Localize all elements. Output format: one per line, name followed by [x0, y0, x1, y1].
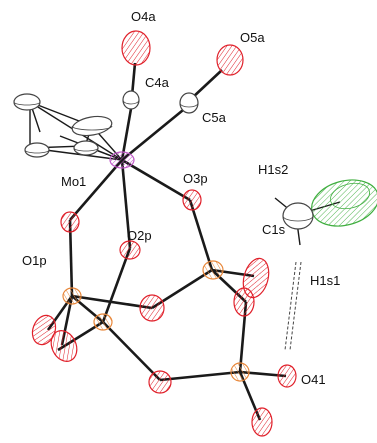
bond-o1p-p1: [68, 219, 74, 297]
atom-labels: O4a O5a C4a C5a Mo1 O3p H1s2 C1s O1p O2p…: [22, 9, 340, 387]
atom-cp1: [13, 93, 41, 111]
label-o41: O41: [301, 372, 326, 387]
label-c4a: C4a: [145, 75, 170, 90]
bond-mo1-c4a: [120, 102, 134, 161]
bond-o3p-p3: [188, 199, 214, 271]
label-c5a: C5a: [202, 110, 227, 125]
bond-c5a-o5a: [191, 69, 223, 99]
bond-p2-o-low: [102, 321, 161, 381]
atom-o5a: [216, 44, 244, 76]
atom-c4a: [122, 90, 140, 110]
label-o3p: O3p: [183, 171, 208, 186]
bond-c4a-o4a: [130, 62, 137, 97]
atom-p4: [230, 362, 250, 382]
atom-o-p3-low: [233, 287, 255, 317]
atom-cp4: [73, 140, 99, 156]
atom-solvent-cl: [311, 179, 377, 227]
atom-o-bottom: [251, 407, 273, 437]
atom-o1p: [60, 211, 80, 233]
bond-o2p-p2: [101, 247, 132, 323]
bonds: [29, 62, 341, 421]
bond-olow-p4: [159, 370, 241, 382]
label-h1s2: H1s2: [258, 162, 288, 177]
atom-o41: [277, 364, 297, 388]
atom-o4a: [121, 30, 151, 66]
atom-mo1: [109, 151, 135, 169]
bond-mo1-o3p: [121, 158, 191, 202]
atom-o2p: [119, 240, 141, 260]
atom-c1s: [282, 202, 314, 230]
bond-mo1-o2p: [120, 159, 132, 249]
label-h1s1: H1s1: [310, 273, 340, 288]
bond-mo1-c5a: [121, 104, 189, 162]
atom-o3p: [182, 189, 202, 211]
label-o5a: O5a: [240, 30, 265, 45]
hbond-line-a: [284, 261, 297, 351]
atom-p3: [202, 260, 224, 280]
hbond-line-b: [289, 261, 302, 351]
atom-p1: [62, 287, 82, 305]
atom-c5a: [179, 92, 199, 114]
atom-o-low: [148, 370, 172, 394]
label-o4a: O4a: [131, 9, 156, 24]
label-o2p: O2p: [127, 228, 152, 243]
label-o1p: O1p: [22, 253, 47, 268]
atom-cp2: [71, 115, 113, 137]
label-mo1: Mo1: [61, 174, 86, 189]
bond-p1-o-bridge: [71, 294, 153, 310]
atom-cp3: [24, 142, 50, 158]
label-c1s: C1s: [262, 222, 286, 237]
atom-p2: [93, 313, 113, 331]
atom-o-bridge: [139, 294, 165, 322]
atom-o-p1b: [50, 330, 78, 362]
bond-mo1-o1p: [69, 159, 123, 221]
atoms: [13, 30, 377, 437]
